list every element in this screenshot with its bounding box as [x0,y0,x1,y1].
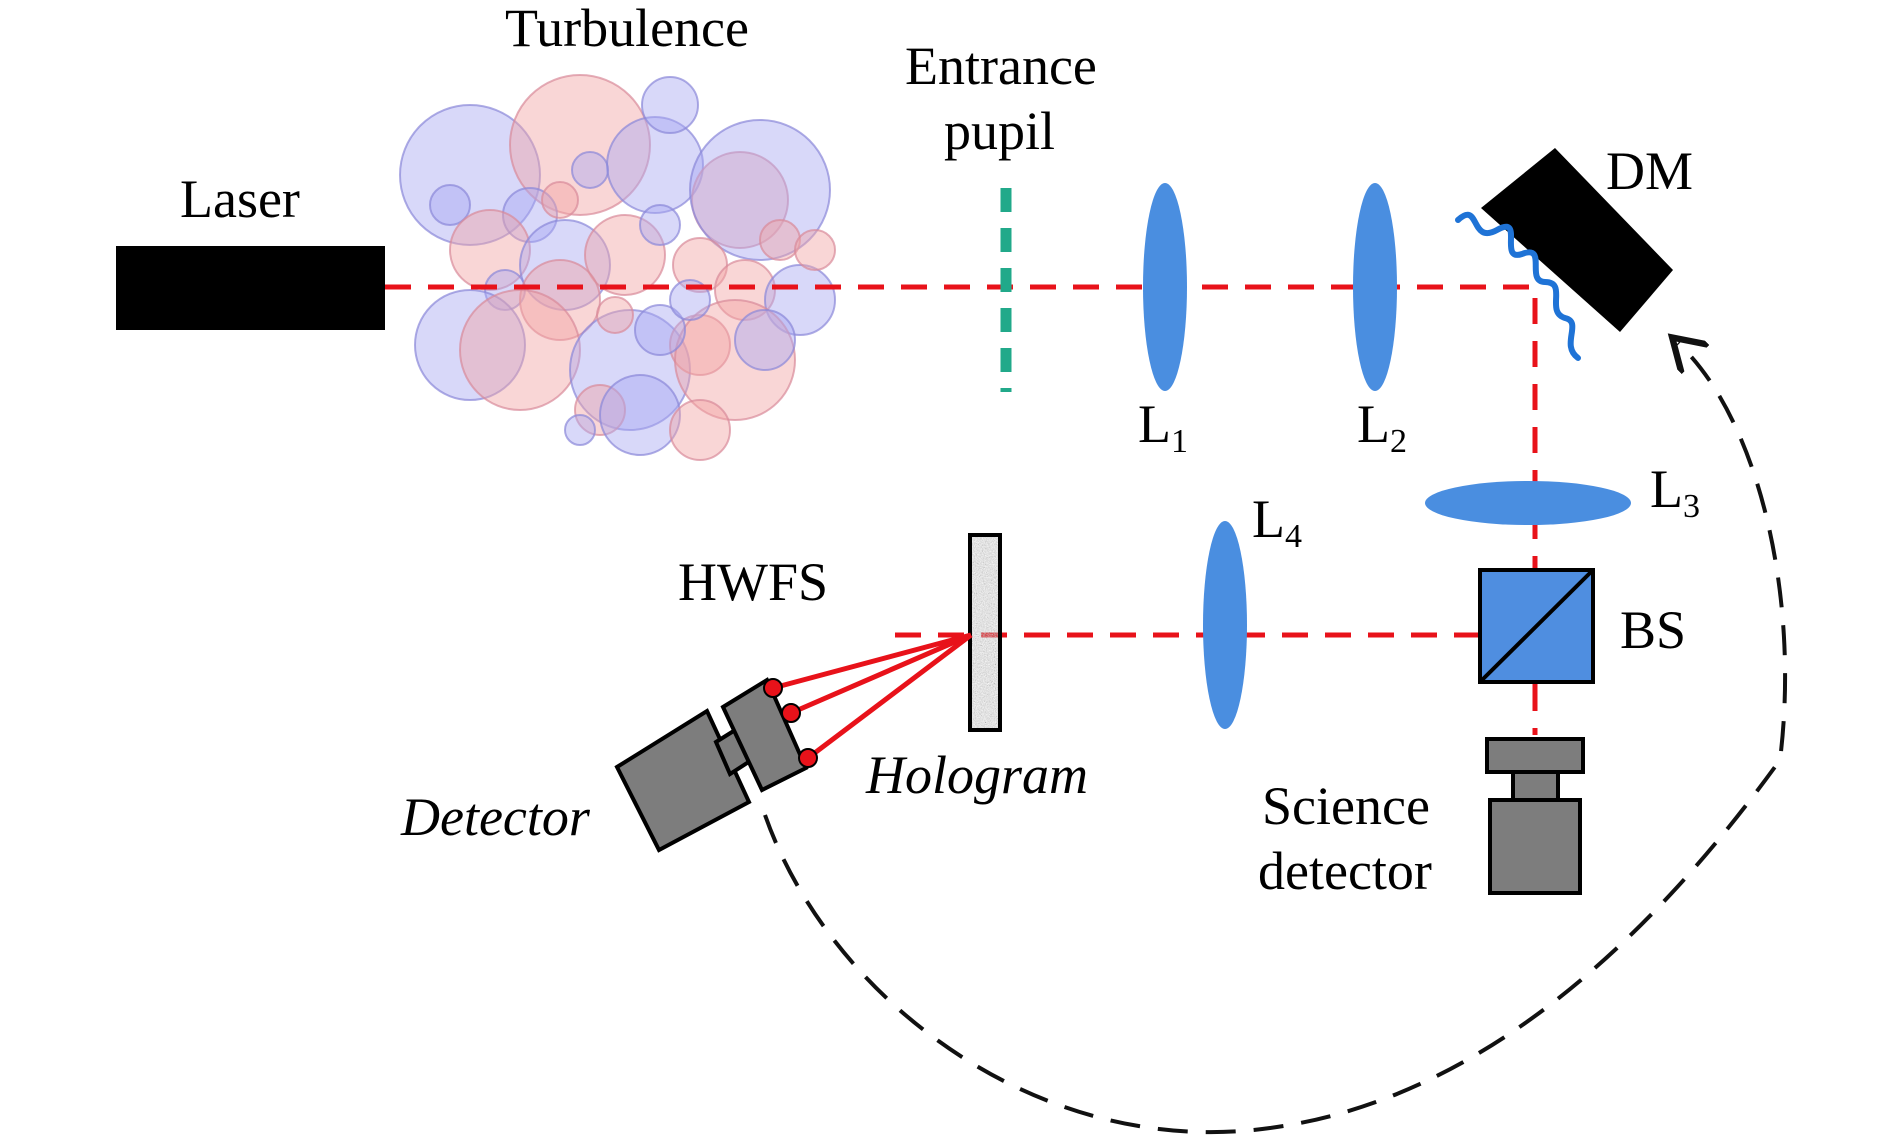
hwfs-label: HWFS [678,552,828,612]
turbulence-eddy [459,289,581,411]
camera-icon [1485,737,1585,895]
bs-label: BS [1620,600,1686,660]
turbulence-eddy [674,299,796,421]
entrance-pupil-label-line1: Entrance [905,36,1097,96]
laser-source [116,246,385,330]
lens-l1 [1143,183,1187,391]
turbulence-eddy [519,259,601,341]
hwfs-detector [614,677,818,853]
l2-label: L2 [1357,394,1407,460]
laser-label: Laser [180,169,300,229]
turbulence-eddy [399,104,541,246]
turbulence-eddy [564,414,596,446]
turbulence-label: Turbulence [505,0,749,58]
l4-label: L4 [1252,489,1302,555]
dm-label: DM [1606,141,1693,201]
turbulence-eddy [691,151,789,249]
turbulence-eddy [689,119,831,261]
camera-icon [614,677,809,853]
turbulence-eddy [606,116,704,214]
turbulence-eddy [639,204,681,246]
turbulence-eddy [759,219,801,261]
turbulence-eddy [429,184,471,226]
turbulence-eddy [794,229,836,271]
turbulence-eddy [584,214,666,296]
turbulence-eddy [596,296,634,334]
hologram-plate [968,533,1002,732]
turbulence-eddy [571,151,609,189]
turbulence-eddy [641,76,699,134]
l3-label: L3 [1650,459,1700,525]
turbulence-eddy [764,264,836,336]
diffracted-beams [772,632,973,760]
turbulence-eddy [634,304,686,356]
mirror-surface-wave [1455,211,1581,361]
hologram-plate-icon [970,535,1000,730]
turbulence-eddy [541,181,579,219]
l1-label: L1 [1138,394,1188,460]
laser-source-icon [116,246,385,330]
deformable-mirror-icon [1481,148,1673,332]
beam-splitter [1478,568,1595,684]
turbulence-eddy [599,374,681,456]
lens-l3 [1425,481,1631,525]
focal-spots [763,678,818,768]
lens-l2 [1353,183,1397,391]
detector-label: Detector [400,787,591,847]
science-detector-label-line1: Science [1262,776,1430,836]
feedback-loop-arrow [763,343,1788,1135]
science-detector [1485,737,1585,895]
lenses [1143,183,1631,729]
lens-l4 [1203,521,1247,729]
entrance-pupil-label-line2: pupil [944,101,1055,161]
turbulence-eddy [669,279,711,321]
science-detector-label-line2: detector [1258,841,1432,901]
turbulence-eddy [569,309,691,431]
turbulence-eddy [669,399,731,461]
turbulence-eddy [414,289,526,401]
hologram-label: Hologram [865,745,1088,805]
beam-splitter-diagonal [1478,568,1595,684]
turbulence-cloud [399,74,836,461]
laser-beam-paths [385,284,1538,735]
deformable-mirror [1455,148,1673,361]
turbulence-eddy [509,74,651,216]
turbulence-eddy [734,309,796,371]
